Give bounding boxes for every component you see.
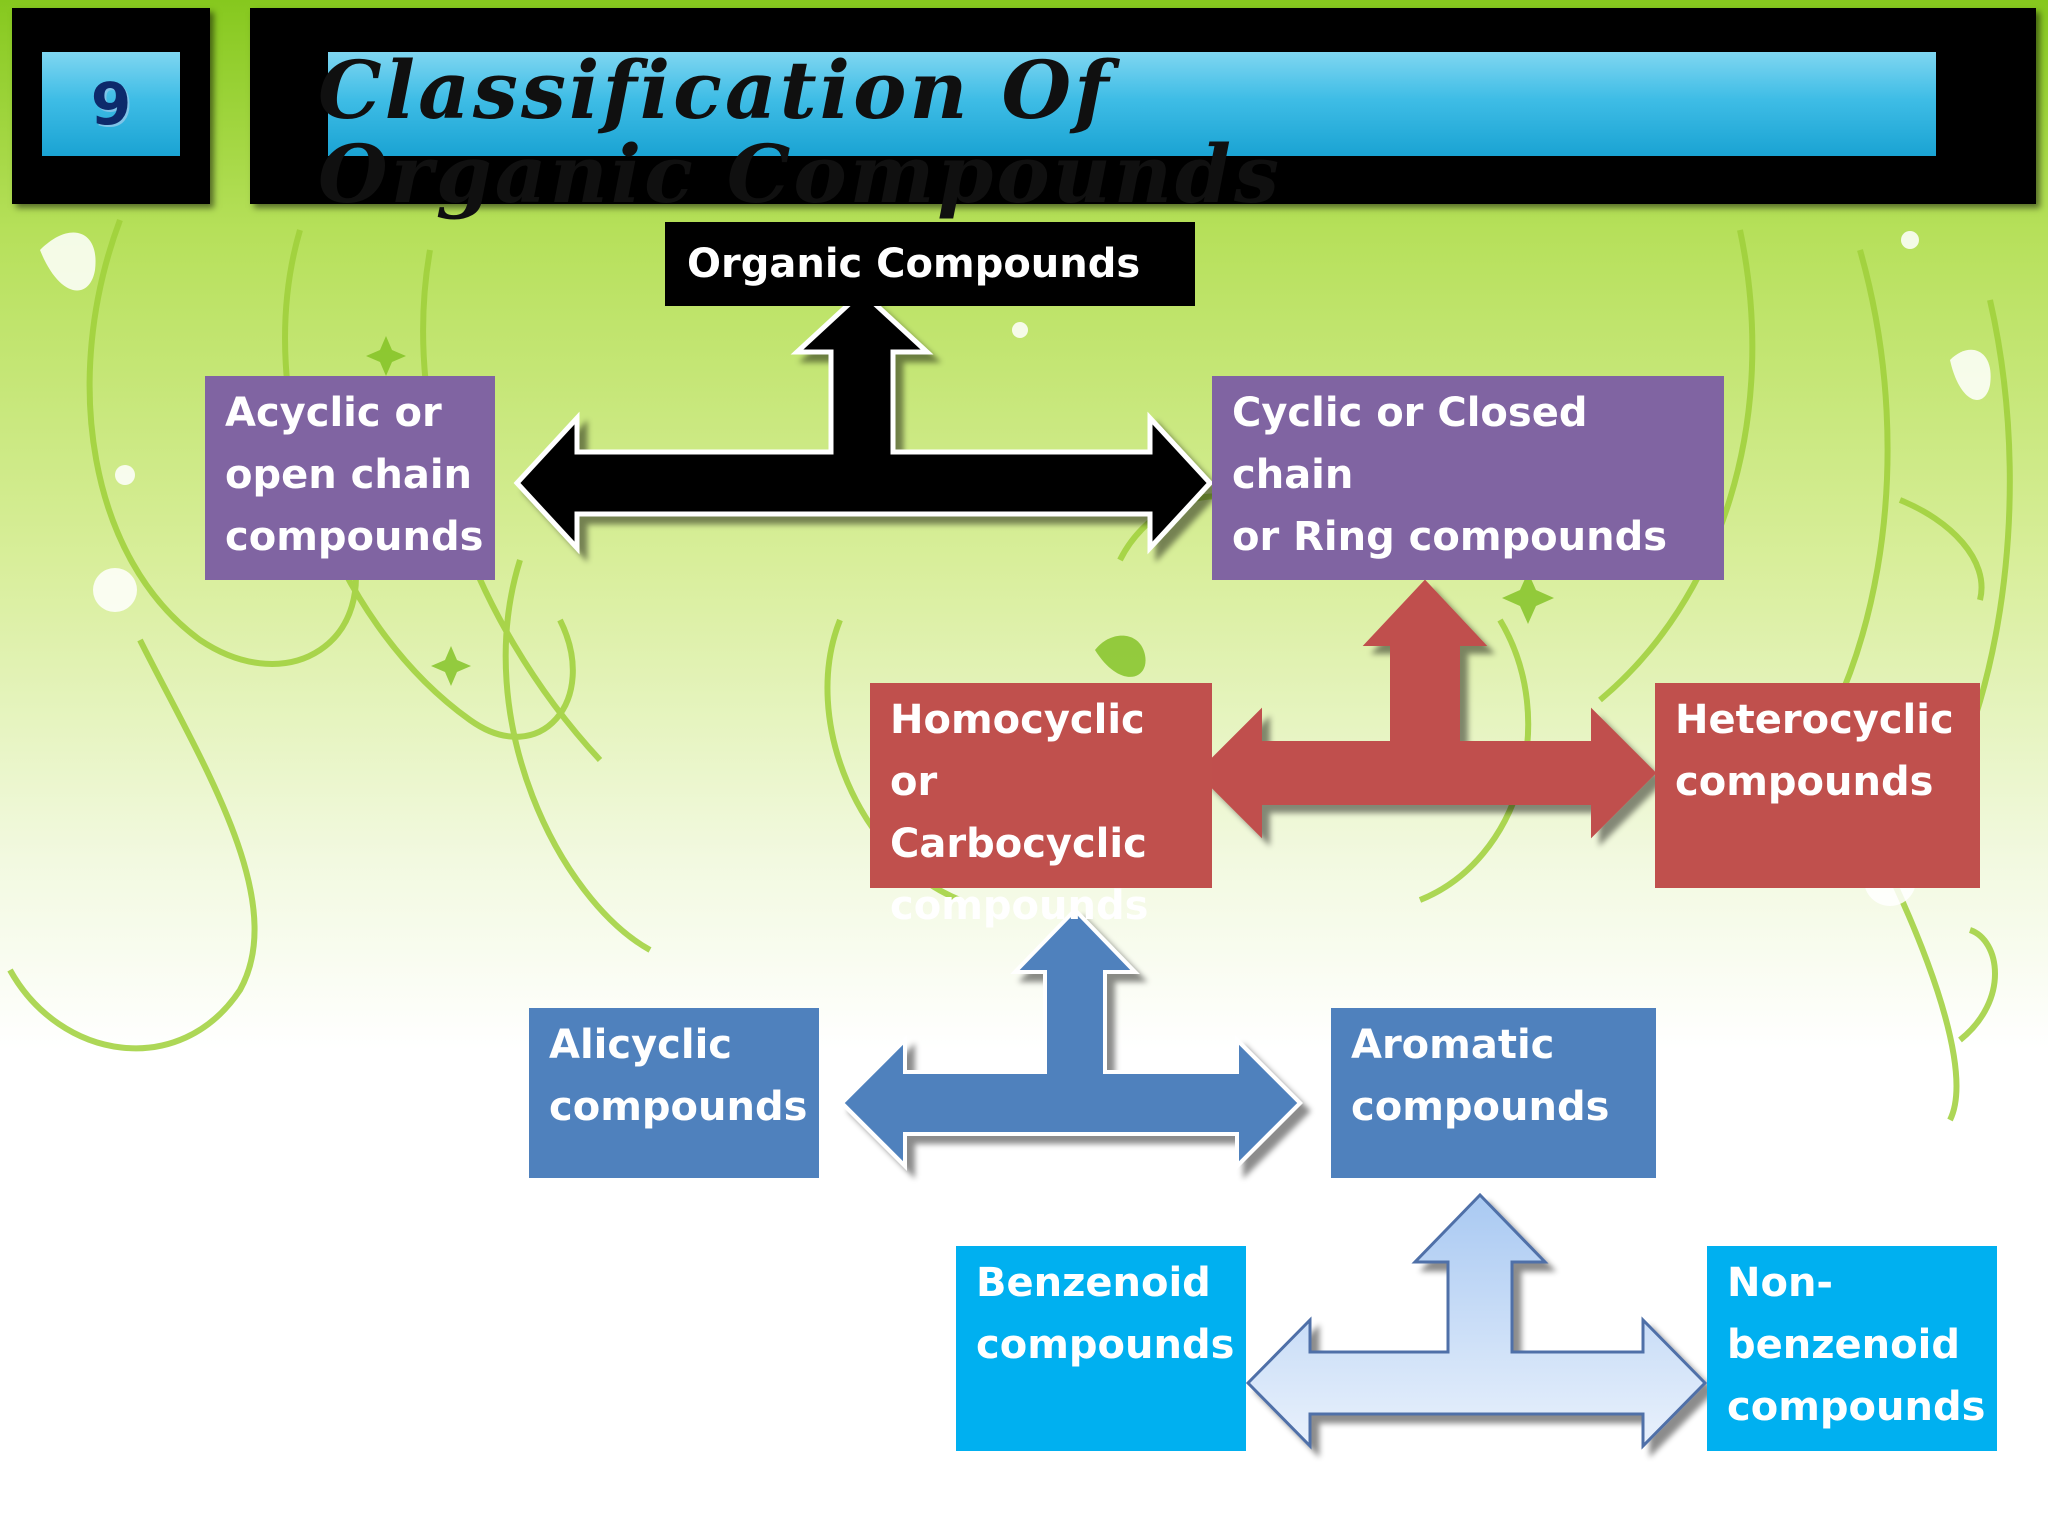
- node-line: Benzenoid: [976, 1260, 1211, 1306]
- node-line: benzenoid: [1727, 1322, 1960, 1368]
- node-line: compounds: [976, 1322, 1235, 1368]
- node-line: Cyclic or Closed chain: [1232, 390, 1588, 498]
- node-line: Aromatic: [1351, 1022, 1555, 1068]
- node-line: open chain: [225, 452, 473, 498]
- slide-number: 9: [42, 52, 180, 156]
- benzenoid-compounds-node: Benzenoid compounds: [956, 1246, 1246, 1451]
- node-line: compounds: [1351, 1084, 1610, 1130]
- node-line: Alicyclic: [549, 1022, 733, 1068]
- level4-split-arrow: [1245, 1192, 1708, 1450]
- node-line: Non-: [1727, 1260, 1834, 1306]
- homocyclic-compounds-node: Homocyclic or Carbocyclic compounds: [870, 683, 1212, 929]
- node-line: compounds: [1675, 759, 1934, 805]
- heterocyclic-compounds-node: Heterocyclic compounds: [1655, 683, 1980, 888]
- level3-split-arrow: [839, 907, 1303, 1171]
- node-line: compounds: [1727, 1384, 1986, 1430]
- organic-compounds-node: Organic Compounds: [665, 222, 1195, 306]
- node-line: or Ring compounds: [1232, 514, 1668, 560]
- nonbenzenoid-compounds-node: Non- benzenoid compounds: [1707, 1246, 1997, 1451]
- cyclic-compounds-node: Cyclic or Closed chain or Ring compounds: [1212, 376, 1724, 580]
- node-line: Homocyclic or: [890, 697, 1145, 805]
- aromatic-compounds-node: Aromatic compounds: [1331, 1008, 1656, 1178]
- node-line: compounds: [225, 514, 484, 560]
- slide-title: Classification Of Organic Compounds: [318, 43, 1283, 221]
- level2-split-arrow: [1196, 579, 1657, 839]
- acyclic-compounds-node: Acyclic or open chain compounds: [205, 376, 495, 580]
- node-line: Acyclic or: [225, 390, 442, 436]
- level1-split-arrow: [513, 288, 1214, 555]
- title-panel: [250, 8, 2036, 204]
- node-line: Heterocyclic: [1675, 697, 1954, 743]
- alicyclic-compounds-node: Alicyclic compounds: [529, 1008, 819, 1178]
- title-bar: [328, 52, 1936, 156]
- node-line: Carbocyclic: [890, 821, 1147, 867]
- slide-number-panel: 9: [12, 8, 210, 204]
- node-line: compounds: [549, 1084, 808, 1130]
- node-line: compounds: [890, 883, 1149, 929]
